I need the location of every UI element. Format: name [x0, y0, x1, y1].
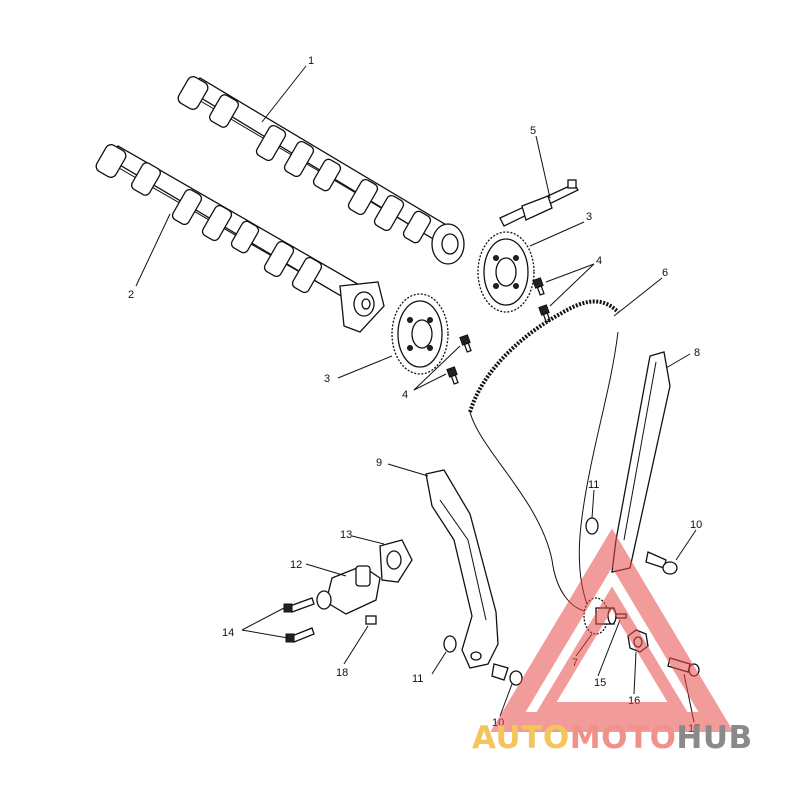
- callout-12: 12: [290, 559, 302, 571]
- leader-lines: [135, 65, 697, 723]
- chain-tensioner: [316, 565, 381, 615]
- automotohub-watermark: [490, 528, 734, 732]
- tensioner-rail-9: [425, 469, 499, 669]
- watermark-moto: MOTO: [570, 720, 677, 756]
- callout-3-lower: 3: [324, 373, 330, 385]
- chain-guide-bracket: [499, 179, 579, 227]
- callout-11-upper: 11: [588, 479, 599, 491]
- watermark-auto: AUTO: [472, 720, 570, 756]
- sprocket-bolts: [446, 277, 551, 385]
- camshaft-2: [95, 144, 385, 333]
- watermark-triangle-icon: [490, 528, 734, 732]
- callout-18: 18: [336, 667, 348, 679]
- callout-11-lower: 11: [412, 673, 423, 685]
- tensioner-gasket: [379, 539, 413, 583]
- washers: [443, 517, 599, 653]
- dowel-pin: [365, 615, 377, 625]
- tensioner-bolts: [283, 597, 315, 643]
- callout-9: 9: [376, 457, 382, 469]
- camshaft-1: [177, 76, 465, 265]
- callout-8: 8: [694, 347, 700, 359]
- callout-1: 1: [308, 55, 314, 67]
- callout-15: 15: [594, 677, 606, 689]
- callout-5: 5: [530, 125, 536, 137]
- callout-10-right: 10: [690, 519, 702, 531]
- callout-13: 13: [340, 529, 352, 541]
- callout-labels: 1 2 3 3 4 4 5 6 7 8 9 10 10 11 11 12 13 …: [128, 55, 702, 735]
- callout-4-lower: 4: [402, 389, 408, 401]
- watermark-hub: HUB: [676, 720, 752, 756]
- callout-14: 14: [222, 627, 234, 639]
- camshaft-sprocket-upper: [477, 231, 535, 313]
- callout-3-upper: 3: [586, 211, 592, 223]
- watermark-text: AUTOMOTOHUB: [472, 720, 753, 756]
- chain-guide-8: [611, 351, 671, 573]
- watermark-inner-triangle-icon: [535, 586, 689, 714]
- callout-6: 6: [662, 267, 668, 279]
- callout-4-upper: 4: [596, 255, 602, 267]
- camshaft-sprocket-lower: [391, 293, 449, 375]
- pivot-bolts: [491, 551, 678, 686]
- callout-2: 2: [128, 289, 134, 301]
